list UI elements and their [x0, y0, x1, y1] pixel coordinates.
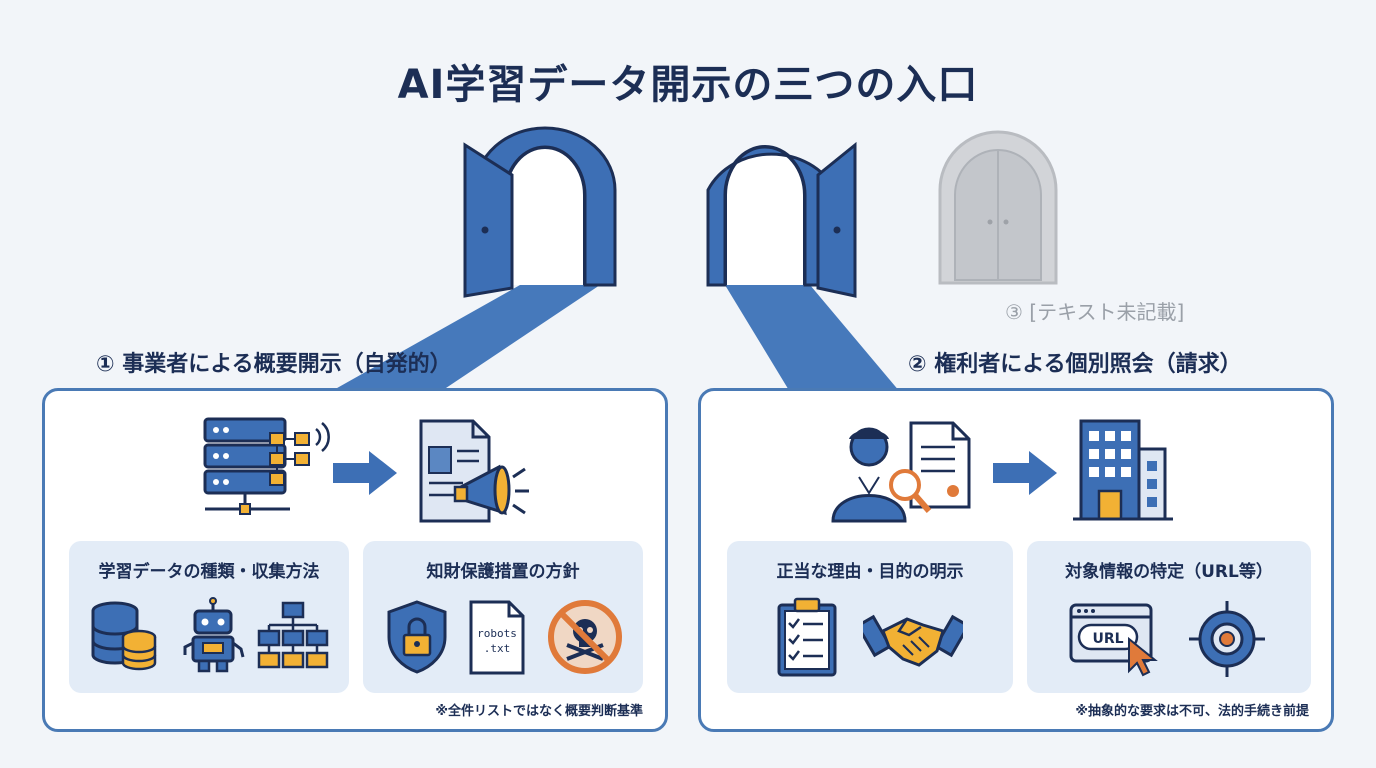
light-beam-left: [330, 285, 600, 392]
robots-txt-file-icon: robots .txt: [469, 600, 525, 675]
target-info-title: 対象情報の特定（URL等）: [1065, 562, 1273, 582]
legitimate-reason-subpanel: 正当な理由・目的の明示: [727, 541, 1013, 693]
door-2-open-icon: [706, 141, 857, 298]
shield-lock-icon: [387, 600, 447, 674]
person-document-search-icon: [831, 421, 971, 523]
hierarchy-icon: [257, 601, 329, 669]
target-info-subpanel: 対象情報の特定（URL等） URL: [1027, 541, 1311, 693]
target-icon: [1189, 601, 1265, 677]
announcement-document-icon: [419, 419, 529, 523]
entrance-3-label: ③ [テキスト未記載]: [1005, 300, 1185, 324]
database-icon: [91, 601, 157, 671]
robots-file-text-2: .txt: [484, 642, 511, 655]
legitimate-reason-title: 正当な理由・目的の明示: [776, 562, 964, 582]
entrance-2-label: ② 権利者による個別照会（請求）: [908, 352, 1242, 377]
data-types-subpanel: 学習データの種類・収集方法: [69, 541, 349, 693]
entrance-2-note: ※抽象的な要求は不可、法的手続き前提: [1075, 704, 1309, 719]
clipboard-checklist-icon: [777, 597, 837, 677]
entrance-1-label: ① 事業者による概要開示（自発的）: [96, 352, 452, 377]
url-text: URL: [1092, 631, 1123, 647]
ip-protection-subpanel: 知財保護措置の方針 robots .txt: [363, 541, 643, 693]
page-title: AI学習データ開示の三つの入口: [397, 62, 979, 108]
entrance-2-panel: 正当な理由・目的の明示 対象情報の特定（URL等）: [698, 388, 1334, 732]
robots-file-text-1: robots: [477, 627, 517, 640]
door-1-open-icon: [463, 126, 617, 298]
light-beam-right: [725, 285, 900, 392]
robot-icon: [183, 597, 245, 673]
arrow-right-icon: [333, 451, 397, 495]
data-types-title: 学習データの種類・収集方法: [98, 562, 320, 582]
entrance-1-note: ※全件リストではなく概要判断基準: [435, 704, 643, 719]
handshake-icon: [863, 614, 963, 667]
server-network-icon: [203, 417, 330, 515]
arrow-right-icon: [993, 451, 1057, 495]
building-icon: [1073, 419, 1173, 521]
ip-protection-title: 知財保護措置の方針: [426, 562, 580, 582]
url-browser-icon: URL: [1069, 603, 1158, 677]
door-3-closed-icon: [938, 130, 1058, 285]
entrance-1-panel: 学習データの種類・収集方法: [42, 388, 668, 732]
prohibited-pirate-icon: [548, 600, 622, 674]
